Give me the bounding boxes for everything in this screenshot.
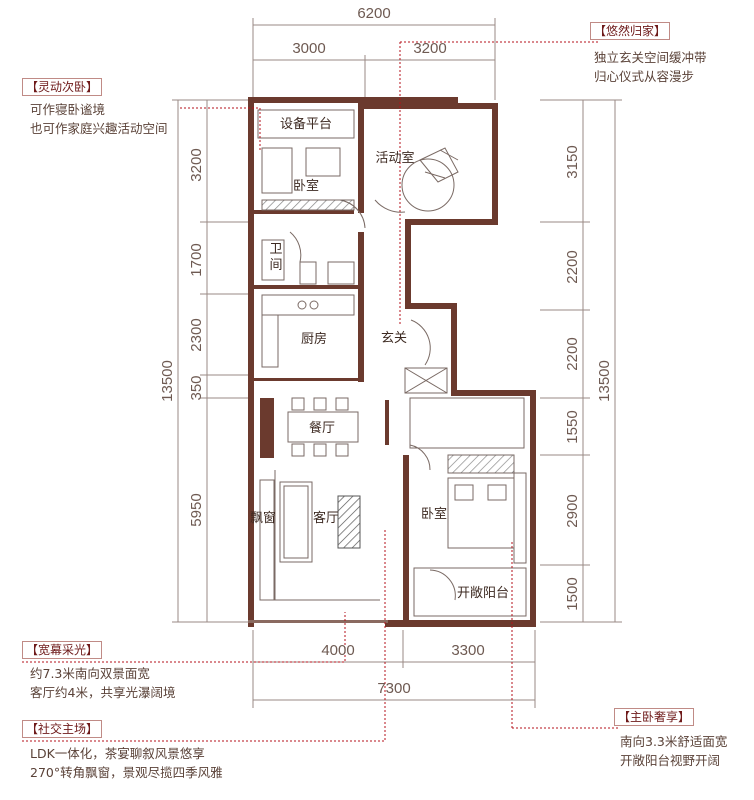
room-entrance: 玄关 [381, 331, 407, 346]
annotation-line: 南向3.3米舒适面宽 [620, 734, 728, 749]
dim-left-4: 350 [188, 375, 205, 400]
room-bathroom-top: 卫 [269, 242, 282, 257]
annotation-text: 南向3.3米舒适面宽 开敞阳台视野开阔 [620, 732, 727, 770]
room-master-bedroom: 卧室 [421, 506, 447, 522]
annotation-line: 也可作家庭兴趣活动空间 [30, 121, 168, 136]
annotation-tag: 【主卧奢享】 [614, 708, 695, 726]
annotation-line: 开敞阳台视野开阔 [620, 753, 721, 768]
annotation-line: 270°转角飘窗，景观尽揽四季风雅 [30, 765, 223, 780]
annotation-tag: 【悠然归家】 [590, 22, 671, 40]
dim-right-5: 2900 [564, 494, 581, 527]
tv-wall [337, 495, 361, 549]
dim-right-3: 2200 [564, 337, 581, 370]
annotation-tag: 【灵动次卧】 [22, 78, 103, 96]
fixtures [257, 109, 527, 617]
dim-top-left: 3000 [292, 40, 325, 57]
room-living: 客厅 [313, 510, 339, 526]
room-equipment-platform: 设备平台 [280, 116, 332, 132]
wardrobe-top [448, 455, 514, 473]
dimension-lines [172, 18, 622, 708]
annotation-text: 约7.3米南向双景面宽 客厅约4米，共享光瀑阔境 [30, 664, 175, 702]
annotation-line: 可作寝卧谧境 [30, 102, 106, 117]
dim-left-3: 2300 [188, 318, 205, 351]
dim-left-total: 13500 [159, 360, 176, 402]
room-bathroom-bottom: 间 [269, 258, 282, 273]
annotation-line: 归心仪式从容漫步 [594, 69, 695, 84]
dim-bottom-right: 3300 [451, 642, 484, 659]
annotation-line: 独立玄关空间缓冲带 [594, 50, 707, 65]
dim-top-right: 3200 [413, 40, 446, 57]
room-activity: 活动室 [375, 150, 414, 166]
dim-right-2: 2200 [564, 250, 581, 283]
dim-right-4: 1550 [564, 410, 581, 443]
room-open-balcony: 开敞阳台 [457, 585, 509, 601]
dim-bottom-left: 4000 [321, 642, 354, 659]
dim-left-5: 5950 [188, 493, 205, 526]
dim-left-2: 1700 [188, 243, 205, 276]
dim-bottom-total: 7300 [377, 680, 410, 697]
room-bay-window: 飘窗 [250, 510, 276, 526]
dim-right-6: 1500 [564, 577, 581, 610]
room-labels: 设备平台 活动室 卧室 卫 间 厨房 玄关 餐厅 飘窗 客厅 卧室 开敞阳台 [250, 116, 509, 601]
wardrobe-second-bedroom [262, 200, 354, 210]
dim-right-total: 13500 [596, 360, 613, 402]
dim-right-1: 3150 [564, 145, 581, 178]
room-dining: 餐厅 [309, 420, 335, 436]
annotation-line: 客厅约4米，共享光瀑阔境 [30, 685, 176, 700]
room-kitchen: 厨房 [301, 331, 327, 347]
dim-left-1: 3200 [188, 148, 205, 181]
annotation-text: 可作寝卧谧境 也可作家庭兴趣活动空间 [30, 100, 168, 138]
annotation-text: 独立玄关空间缓冲带 归心仪式从容漫步 [594, 48, 707, 86]
room-second-bedroom: 卧室 [293, 178, 319, 194]
annotation-line: 约7.3米南向双景面宽 [30, 666, 150, 681]
leader-lines [22, 41, 620, 742]
annotation-text: LDK一体化，茶宴聊叙风景悠享 270°转角飘窗，景观尽揽四季风雅 [30, 744, 223, 782]
annotation-tag: 【社交主场】 [22, 720, 103, 738]
walls [248, 97, 536, 627]
annotation-tag: 【宽幕采光】 [22, 641, 103, 659]
dim-top-total: 6200 [357, 5, 390, 22]
annotation-line: LDK一体化，茶宴聊叙风景悠享 [30, 746, 205, 761]
dimension-labels: 6200 3000 3200 13500 3200 1700 2300 350 … [159, 5, 613, 697]
